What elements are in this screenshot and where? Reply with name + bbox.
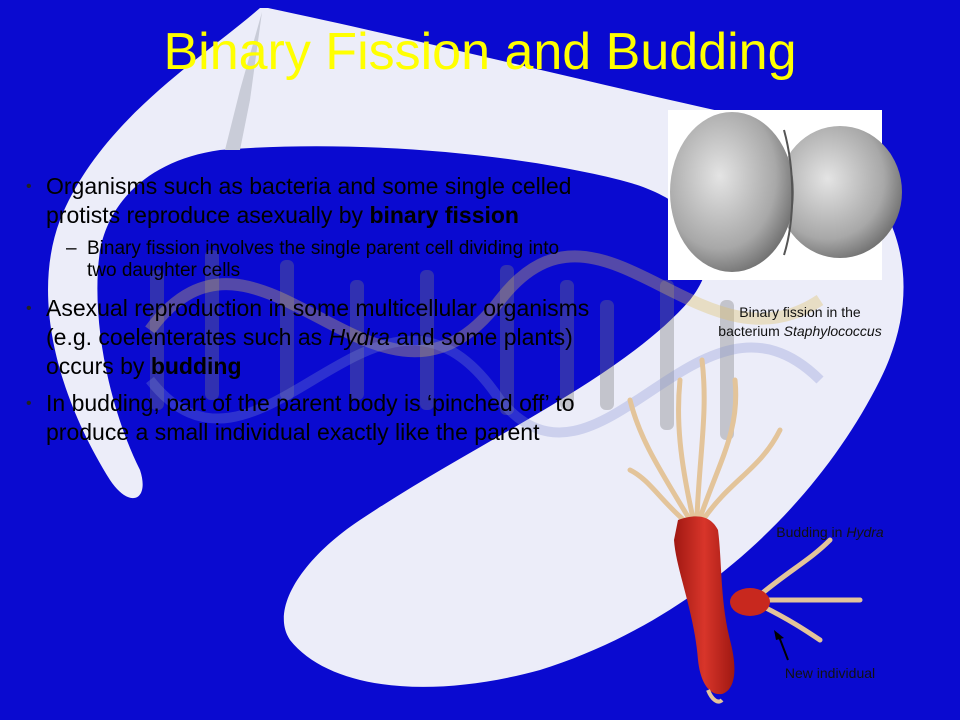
faint-figures — [150, 250, 734, 440]
caption-line: Binary fission in the — [739, 304, 861, 320]
bullet-text: Organisms such as bacteria and some sing… — [46, 173, 572, 228]
bullet-binary-fission: • Organisms such as bacteria and some si… — [20, 172, 590, 230]
sub-bullet-binary-fission: – Binary fission involves the single par… — [20, 238, 590, 282]
sub-bullet-text: Binary fission involves the single paren… — [87, 238, 560, 281]
staphylococcus-image — [668, 110, 902, 280]
bullet-bold-term: budding — [150, 353, 242, 379]
bullet-dot-icon: • — [26, 300, 32, 317]
bullet-budding-description: • In budding, part of the parent body is… — [20, 389, 590, 447]
bullet-text-mid: and some plants) occurs by — [46, 324, 573, 379]
helix-strand-blue — [146, 335, 824, 438]
caption-italic: Staphylococcus — [783, 323, 882, 339]
bullet-bold-term: binary fission — [369, 202, 519, 228]
bullet-italic-term: Hydra — [328, 324, 390, 350]
helix-strand-gold — [145, 250, 824, 358]
hydra-image — [627, 357, 863, 704]
caption-new-individual: New individual — [784, 665, 876, 681]
bullet-dot-icon: • — [26, 395, 32, 412]
caption-text: bacterium — [718, 323, 784, 339]
bullet-text: Asexual reproduction in some multicellul… — [46, 295, 590, 350]
bullet-text: In budding, part of the parent body is ‘… — [46, 390, 575, 445]
swirl-shadow — [225, 12, 262, 150]
caption-italic: Hydra — [846, 524, 884, 540]
bullet-list: • Organisms such as bacteria and some si… — [20, 172, 590, 455]
caption-binary-fission: Binary fission in the bacterium Staphylo… — [690, 303, 910, 341]
slide-title: Binary Fission and Budding — [163, 23, 797, 81]
caption-budding: Budding in Hydra — [745, 523, 915, 542]
caption-line: bacterium Staphylococcus — [690, 322, 910, 341]
caption-text: Budding in — [776, 524, 847, 540]
bullet-dot-icon: • — [26, 178, 32, 195]
dash-icon: – — [66, 238, 77, 259]
bullet-budding: • Asexual reproduction in some multicell… — [20, 294, 590, 381]
arrow-head — [774, 630, 784, 640]
